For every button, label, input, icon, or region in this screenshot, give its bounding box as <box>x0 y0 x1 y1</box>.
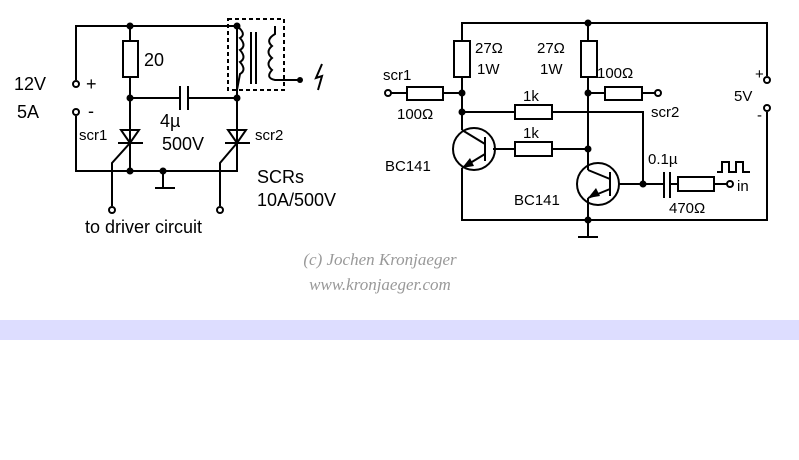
website-line: www.kronjaeger.com <box>309 275 451 294</box>
transistor2-label: BC141 <box>514 192 560 209</box>
resistor-20 <box>122 40 139 78</box>
terminal-scr2 <box>654 89 662 97</box>
r-coll1-label: 27Ω <box>475 40 503 57</box>
copyright-line: (c) Jochen Kronjaeger <box>303 250 457 269</box>
r-scr1-label: 100Ω <box>397 106 433 123</box>
capacitor-0-1u <box>663 172 671 198</box>
terminal-in <box>726 180 734 188</box>
transistor-1-symbol <box>452 127 496 171</box>
driver-circuit: scr1 scr2 100Ω 100Ω 27Ω 1W 27Ω 1W 1k 1k … <box>383 19 771 238</box>
scr2-symbol <box>216 129 250 214</box>
r-coll2-label: 27Ω <box>537 40 565 57</box>
capacitor-voltage-label: 500V <box>162 134 204 154</box>
supply-voltage: 12V <box>14 74 46 94</box>
supply-current: 5A <box>17 102 39 122</box>
ground-icon <box>155 171 175 189</box>
resistor-470-ohm <box>677 176 715 192</box>
divider-bar <box>0 320 799 340</box>
scr-rating-label: 10A/500V <box>257 190 336 210</box>
resistor-27-ohm-2 <box>580 40 598 78</box>
supply-plus-label: + <box>755 66 764 83</box>
r-cross1-label: 1k <box>523 88 539 105</box>
supply-label: 5V <box>734 88 752 105</box>
resistor-100-ohm-scr1 <box>406 86 444 101</box>
r-cross2-label: 1k <box>523 125 539 142</box>
scr1-label: scr1 <box>383 67 411 84</box>
resistor-1k-upper <box>514 104 553 120</box>
terminal-plus <box>72 80 80 88</box>
terminal-scr1 <box>384 89 392 97</box>
scr2-label: scr2 <box>651 104 679 121</box>
terminal-minus <box>72 108 80 116</box>
schematic-diagram: 12V 5A + - 20 4µ 500V scr1 scr2 SCRs 10A… <box>14 18 771 294</box>
r-coll1-power-label: 1W <box>477 61 500 78</box>
supply-minus-label: - <box>757 107 762 124</box>
transistor1-label: BC141 <box>385 158 431 175</box>
r-in-label: 470Ω <box>669 200 705 217</box>
capacitor-label: 4µ <box>160 111 180 131</box>
terminal-5v-minus <box>763 104 771 112</box>
cap-in-label: 0.1µ <box>648 151 678 168</box>
scr1-symbol <box>108 129 143 214</box>
scr-type-label: SCRs <box>257 167 304 187</box>
driver-label: to driver circuit <box>85 217 202 237</box>
plus-label: + <box>86 74 97 94</box>
resistor-1k-lower <box>514 141 553 157</box>
resistor-27-ohm-1 <box>453 40 471 78</box>
spark-icon <box>314 63 324 91</box>
terminal-5v-plus <box>763 76 771 84</box>
resistor-100-ohm-scr2 <box>604 86 643 101</box>
square-wave-icon <box>717 161 750 173</box>
scr-inverter-circuit: 12V 5A + - 20 4µ 500V scr1 scr2 SCRs 10A… <box>14 18 336 237</box>
minus-label: - <box>88 101 94 121</box>
scr2-label: scr2 <box>255 127 283 144</box>
scr1-label: scr1 <box>79 127 107 144</box>
transistor-2-symbol <box>576 162 620 206</box>
r-scr2-label: 100Ω <box>597 65 633 82</box>
capacitor-4u <box>179 86 189 110</box>
input-label: in <box>737 178 749 195</box>
resistor-label: 20 <box>144 50 164 70</box>
r-coll2-power-label: 1W <box>540 61 563 78</box>
ignition-transformer <box>227 18 324 91</box>
